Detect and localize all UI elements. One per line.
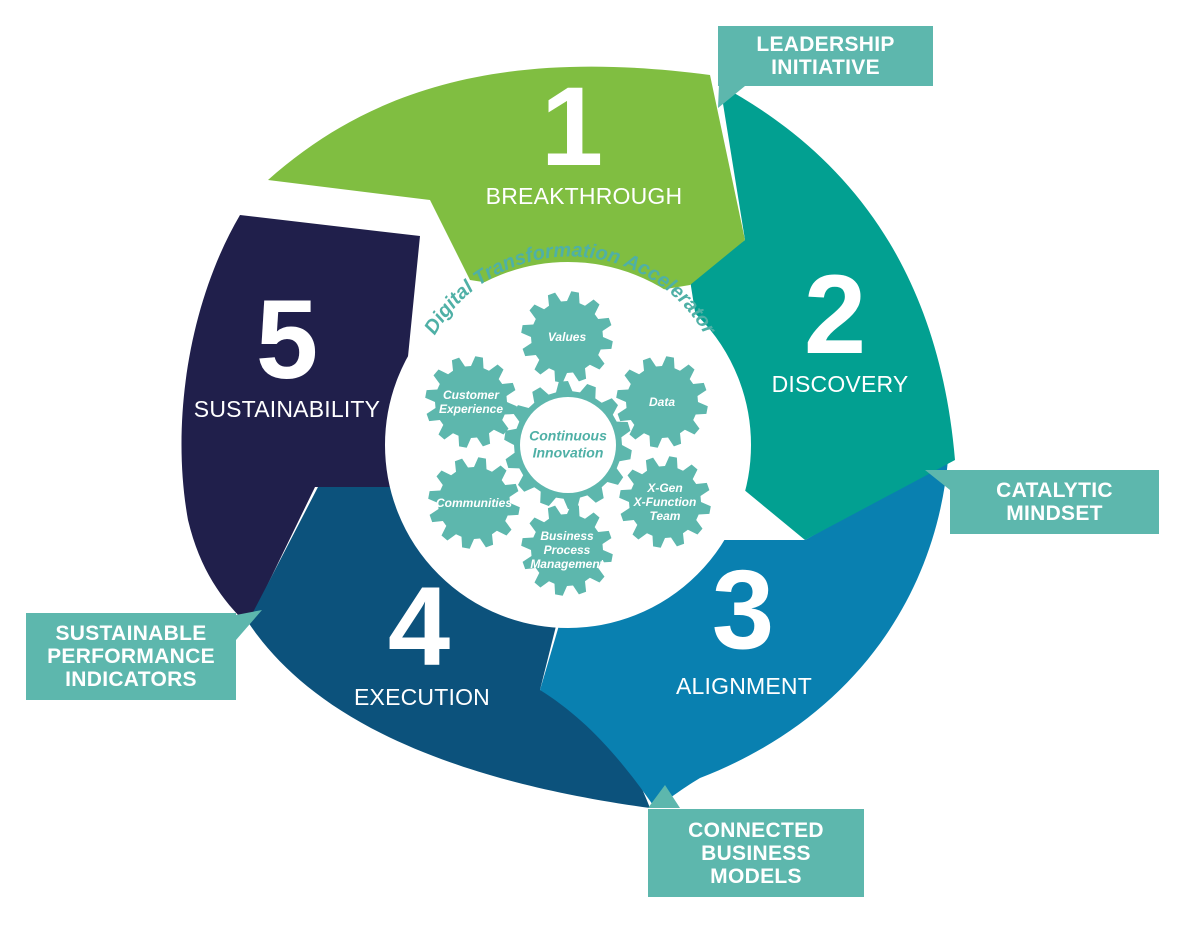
stage-3-number: 3 (712, 547, 774, 672)
stage-5-number: 5 (256, 277, 318, 402)
gear-bpm-shape (521, 504, 613, 596)
gear-communities: Communities (428, 457, 520, 549)
stage-5-label: SUSTAINABILITY (194, 396, 380, 422)
gear-xgen-label: Team (650, 509, 681, 523)
stage-3-label: ALIGNMENT (676, 673, 812, 699)
gear-values: Values (521, 291, 613, 383)
callout-line: PERFORMANCE (47, 645, 215, 668)
callout-catalytic-mindset: CATALYTIC MINDSET (950, 470, 1159, 534)
callout-line: CATALYTIC (996, 479, 1113, 502)
stage-4-label: EXECUTION (354, 684, 490, 710)
gear-data-shape (616, 356, 708, 448)
callout-line: LEADERSHIP (756, 33, 895, 56)
gear-bpm-label: Business (540, 529, 594, 543)
gear-continuous-innovation-label: Innovation (533, 445, 604, 461)
gear-bpm-label: Process (544, 543, 591, 557)
segment-discovery[interactable] (690, 85, 955, 540)
gear-continuous-innovation-label: Continuous (529, 428, 607, 444)
gear-xgen-label: X-Gen (646, 481, 682, 495)
gear-bpm-label: Management (530, 557, 604, 571)
segment-breakthrough[interactable] (268, 66, 745, 300)
callout-line: MODELS (710, 864, 802, 888)
callout-pointer-connected (648, 785, 680, 808)
callout-line: SUSTAINABLE (55, 622, 207, 645)
segment-sustainability[interactable] (181, 215, 420, 625)
gear-communities-label: Communities (436, 496, 512, 510)
gear-values-label: Values (548, 330, 587, 344)
stage-2-label: DISCOVERY (772, 371, 909, 397)
gear-customer-shape (425, 356, 517, 448)
callout-connected-business-models: CONNECTED BUSINESS MODELS (648, 809, 864, 897)
callout-sustainable-performance-indicators: SUSTAINABLE PERFORMANCE INDICATORS (26, 613, 236, 700)
callout-leadership-initiative: LEADERSHIP INITIATIVE (718, 26, 933, 86)
gear-communities-shape (428, 457, 520, 549)
gear-data-label: Data (649, 395, 675, 409)
stage-4-number: 4 (388, 564, 450, 689)
callout-line: BUSINESS (701, 841, 811, 865)
callout-line: INDICATORS (65, 668, 197, 691)
gear-values-shape (521, 291, 613, 383)
stage-1-label: BREAKTHROUGH (486, 183, 683, 209)
callout-pointer-sustainable (236, 610, 262, 640)
gears-group: ValuesDataX-GenX-FunctionTeamBusinessPro… (425, 291, 711, 596)
callout-line: MINDSET (1006, 502, 1103, 525)
callout-line: INITIATIVE (771, 56, 880, 79)
gear-customer-label: Experience (439, 402, 503, 416)
gear-xgen-shape (619, 456, 711, 548)
stage-1-number: 1 (541, 64, 603, 189)
gear-data: Data (616, 356, 708, 448)
gear-customer-label: Customer (443, 388, 500, 402)
callout-line: CONNECTED (688, 818, 824, 842)
stage-2-number: 2 (804, 252, 866, 377)
gear-continuous-innovation-inner (520, 397, 616, 493)
gear-xgen-label: X-Function (633, 495, 697, 509)
